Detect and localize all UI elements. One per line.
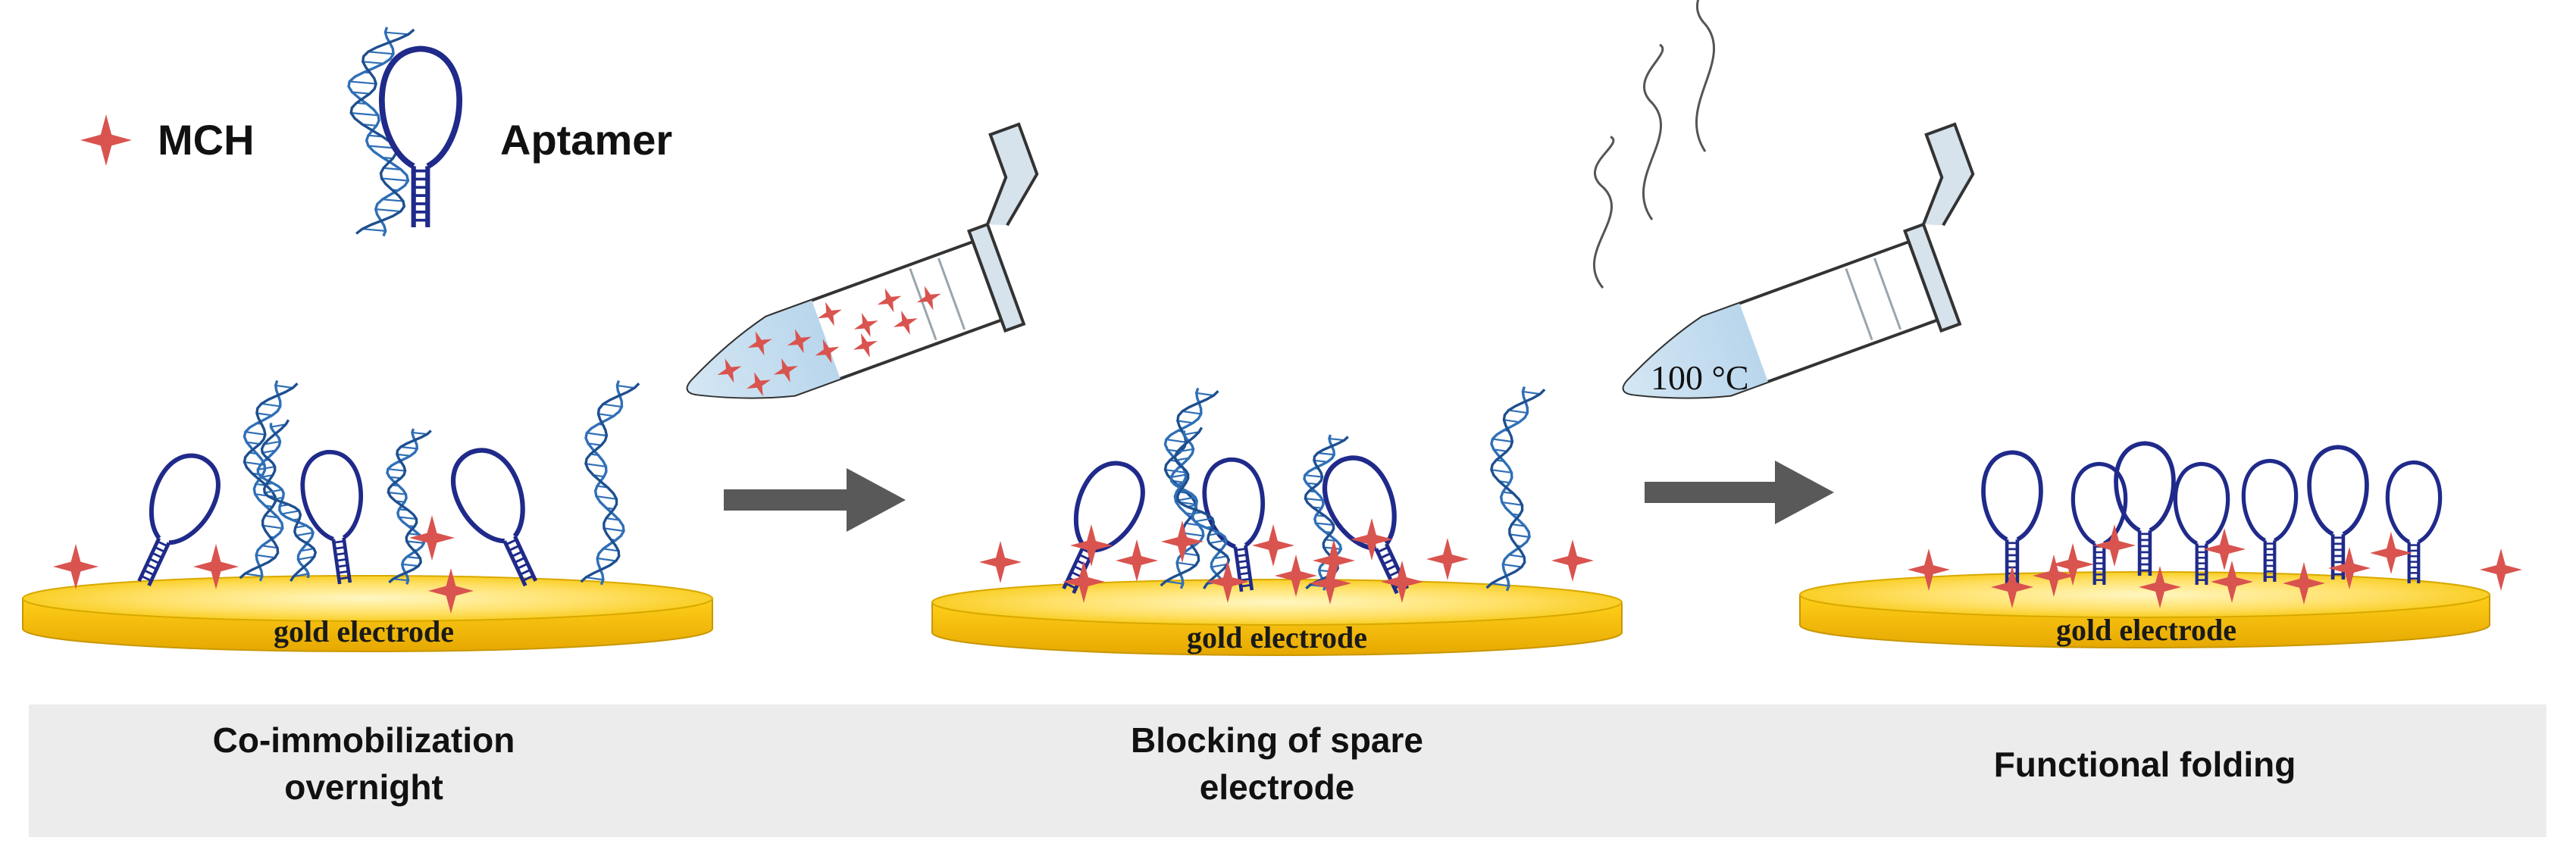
aptamer-hairpin-icon [2307,445,2369,580]
mch-star-icon [1551,539,1594,582]
tube-mch-star-icon [746,372,771,397]
mch-star-icon [2480,548,2522,591]
gold-electrode-3 [1799,571,2490,648]
mch-star-icon [1381,561,1423,603]
mch-star-icon [979,541,1022,583]
step-caption-1-line2: overnight [284,767,443,807]
legend-mch-label: MCH [158,116,255,164]
dna-helix-icon [239,380,299,582]
mch-star-icon [1351,518,1393,561]
mch-star-icon [2283,562,2325,605]
steam-wisp [1695,0,1715,152]
aptamer-hairpin-icon [451,448,538,587]
panel-blocking [931,386,1623,656]
step-caption-3: Functional folding [1917,741,2372,788]
aptamer-hairpin-icon [300,450,364,585]
gold-electrode-2 [931,579,1623,656]
steam-icon [1592,0,1715,289]
tube-mch-star-icon [717,358,742,383]
mch-star-icon [409,515,455,561]
aptamer-hairpin-icon [2241,458,2299,582]
step-caption-3-line1: Functional folding [1993,745,2296,784]
panel-functional-folding [1799,441,2522,648]
electrode-label-3: gold electrode [2055,613,2237,647]
aptamer-hairpin-icon [2071,461,2128,585]
tube-mch-star-icon [787,329,812,354]
aptamer-hairpin-icon [2385,460,2443,583]
tubes [674,122,1975,430]
legend-aptamer-label: Aptamer [500,116,673,164]
mch-star-icon [1275,555,1317,597]
steam-wisp [1592,136,1615,289]
aptamer-hairpin-icon [2173,461,2230,585]
steam-wisp [1642,43,1664,220]
step-caption-1-line1: Co-immobilization [212,720,515,760]
mch-star-icon [2033,555,2075,597]
mch-star-icon [2370,532,2412,574]
mch-star-icon [1426,538,1469,580]
mch-star-icon [1908,548,1950,591]
tube-mch-star-icon [817,301,842,326]
mch-star-icon [1309,562,1351,605]
mch-star-icon [1116,539,1158,582]
mch-star-icon [1252,524,1294,567]
mch-star-icon [2052,543,2094,586]
mch-star-icon [2211,561,2253,603]
dna-helix-icon [386,428,432,585]
process-arrow-2 [1645,461,1834,524]
step-caption-1: Co-immobilization overnight [136,717,591,811]
dna-helix-icon [1485,386,1546,592]
aptamer-hairpin-icon [2114,441,2176,576]
mch-star-icon [1991,566,2033,608]
dna-helix-icon [580,380,640,586]
tube-mch-star-icon [877,288,902,313]
tube-heated [1610,122,1975,430]
caption-band [29,704,2546,837]
tube-mch-star-icon [773,358,798,383]
legend [80,27,463,237]
tube-mch-star-icon [916,286,941,311]
aptamer-hairpin-icon [1202,458,1266,592]
aptamer-hairpin-icon [1981,450,2043,585]
step-caption-2-line2: electrode [1199,767,1355,807]
mch-star-icon [1063,561,1105,603]
panel-co-immobilization [22,380,713,652]
step-caption-2-line1: Blocking of spare [1131,720,1423,760]
tube-mch-star-icon [815,339,840,364]
tube-mch-star-icon [747,331,772,356]
legend-dna-helix-icon [347,27,415,237]
mch-star-icon [53,544,99,589]
gold-electrode-1 [22,575,713,652]
aptamer-hairpin-icon [137,453,221,587]
mch-star-icon [2093,524,2136,567]
mch-star-icon [1207,561,1249,603]
tube-mch-solution [674,122,1039,430]
mch-star-icon [1313,539,1355,582]
mch-star-icon [2203,528,2246,570]
mch-star-icon [2328,547,2371,589]
step-caption-2: Blocking of spare electrode [1050,717,1504,811]
dna-helix-icon [1303,434,1349,591]
mch-star-icon [1070,524,1113,567]
heated-tube-label: 100 °C [1651,358,1749,397]
mch-star-icon [1161,520,1203,563]
electrode-panels [22,380,2522,656]
legend-mch-star-icon [80,114,132,166]
process-arrows [724,461,1834,532]
electrode-label-1: gold electrode [273,614,455,648]
electrode-label-2: gold electrode [1186,620,1368,654]
dna-helix-icon [256,419,318,582]
tube-mch-star-icon [853,333,878,358]
tube-mch-star-icon [853,312,878,337]
mch-star-icon [193,544,239,589]
mch-star-icon [2139,566,2181,608]
dna-helix-icon [1169,426,1231,589]
process-arrow-1 [724,468,906,532]
mch-star-icon [428,568,474,614]
legend-aptamer-hairpin-icon [378,45,463,227]
tube-mch-star-icon [893,310,918,335]
